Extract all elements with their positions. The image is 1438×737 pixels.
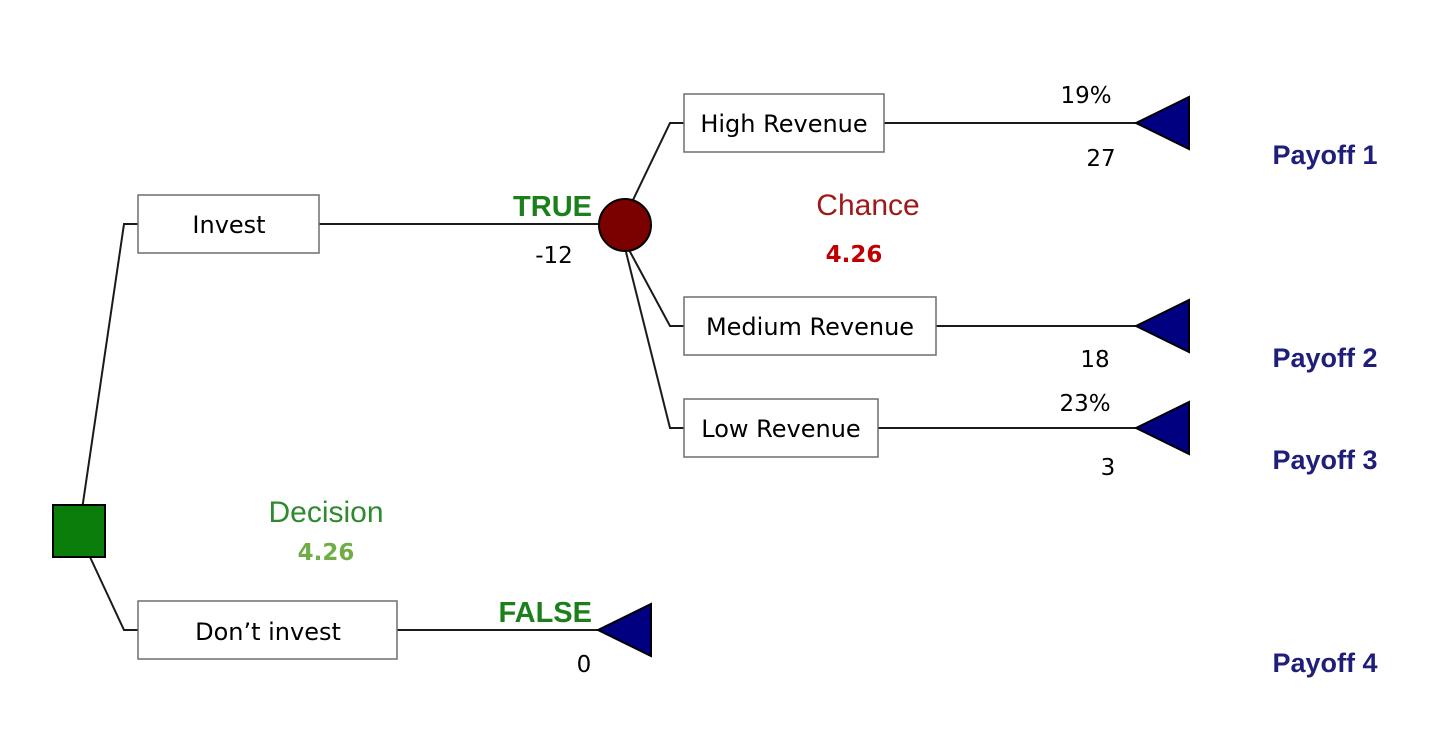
dont-invest-label: Don’t invest: [195, 618, 341, 646]
false-flag: FALSE: [499, 597, 592, 629]
high-revenue-label: High Revenue: [700, 110, 867, 138]
true-flag: TRUE: [513, 191, 592, 223]
tree-edges: [78, 122, 1136, 631]
medium-revenue-box[interactable]: [683, 296, 937, 356]
decision-node[interactable]: [52, 504, 106, 558]
edge-chance-to-low: [625, 251, 684, 429]
payoff-1-label: Payoff 1: [1272, 140, 1377, 170]
terminal-node-icon[interactable]: [595, 602, 652, 658]
low-revenue-probability: 23%: [1059, 391, 1110, 417]
terminal-node-icon[interactable]: [1133, 95, 1190, 151]
invest-label: Invest: [192, 211, 265, 239]
high-revenue-box[interactable]: [683, 93, 885, 153]
dont-invest-value: 0: [577, 652, 592, 678]
chance-value: 4.26: [826, 242, 883, 268]
decision-value: 4.26: [298, 540, 355, 566]
low-revenue-label: Low Revenue: [701, 415, 860, 443]
edge-decision-to-dont-invest: [89, 556, 138, 631]
payoff-2-label: Payoff 2: [1272, 343, 1377, 373]
chance-node[interactable]: [598, 198, 652, 252]
invest-box[interactable]: [137, 194, 320, 254]
dont-invest-box[interactable]: [137, 600, 398, 660]
chance-title: Chance: [816, 189, 919, 222]
payoff-4-label: Payoff 4: [1272, 648, 1377, 678]
high-revenue-value: 27: [1086, 146, 1115, 172]
payoff-3-label: Payoff 3: [1272, 445, 1377, 475]
edge-chance-to-medium: [627, 247, 684, 327]
decision-title: Decision: [268, 496, 383, 529]
invest-cost: -12: [535, 243, 573, 269]
low-revenue-box[interactable]: [683, 398, 879, 458]
high-revenue-probability: 19%: [1060, 83, 1111, 109]
medium-revenue-label: Medium Revenue: [706, 313, 914, 341]
edge-chance-to-high: [631, 122, 684, 203]
terminal-node-icon[interactable]: [1133, 400, 1190, 456]
terminal-node-icon[interactable]: [1133, 298, 1190, 354]
edge-decision-to-invest: [78, 223, 138, 531]
medium-revenue-value: 18: [1080, 347, 1109, 373]
low-revenue-value: 3: [1101, 455, 1116, 481]
